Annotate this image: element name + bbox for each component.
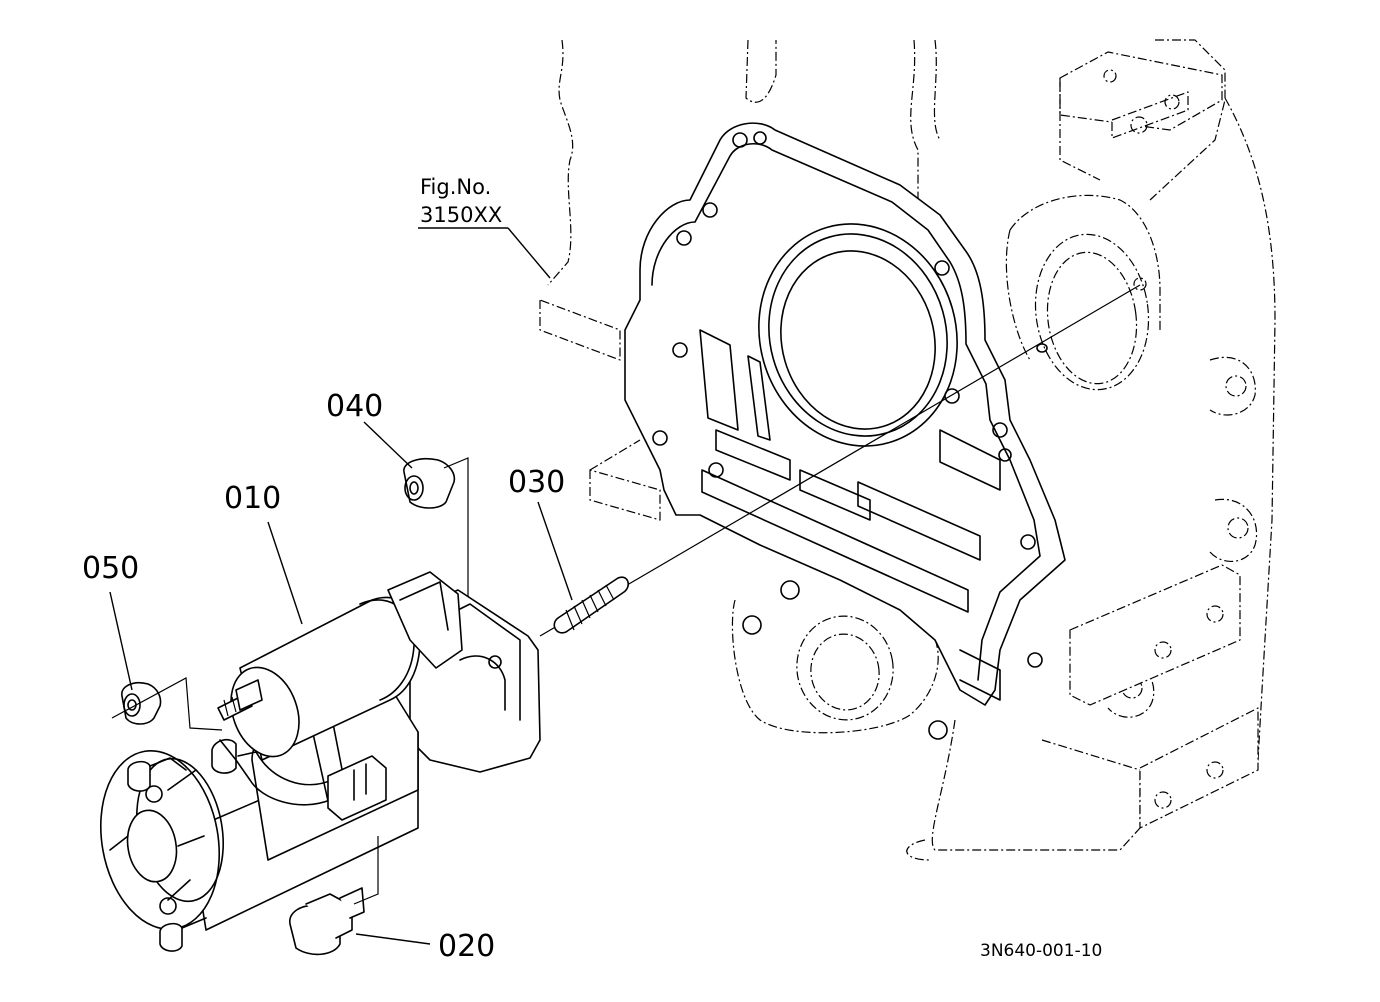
bolt-020 <box>289 836 379 956</box>
figure-ref-line2: 3150XX <box>420 203 502 227</box>
gear-case-outline <box>539 39 1276 861</box>
callout-050: 050 <box>82 551 139 586</box>
callout-020: 020 <box>438 929 495 964</box>
callout-040: 040 <box>326 389 383 424</box>
leader-010 <box>267 521 303 625</box>
leader-050 <box>109 591 133 691</box>
callout-030: 030 <box>508 465 565 500</box>
document-id: 3N640-001-10 <box>980 941 1102 961</box>
leader-figref <box>507 227 551 279</box>
leader-020 <box>355 933 431 945</box>
gasket-plate <box>624 122 1066 740</box>
nut-040 <box>403 457 469 700</box>
figure-ref-line1: Fig.No. <box>420 175 491 199</box>
stud-bolt-030 <box>553 576 630 634</box>
leader-040 <box>363 421 413 469</box>
starter-motor-010 <box>99 571 541 952</box>
leader-030 <box>537 501 573 601</box>
callout-010: 010 <box>224 481 281 516</box>
nut-050 <box>111 677 223 731</box>
